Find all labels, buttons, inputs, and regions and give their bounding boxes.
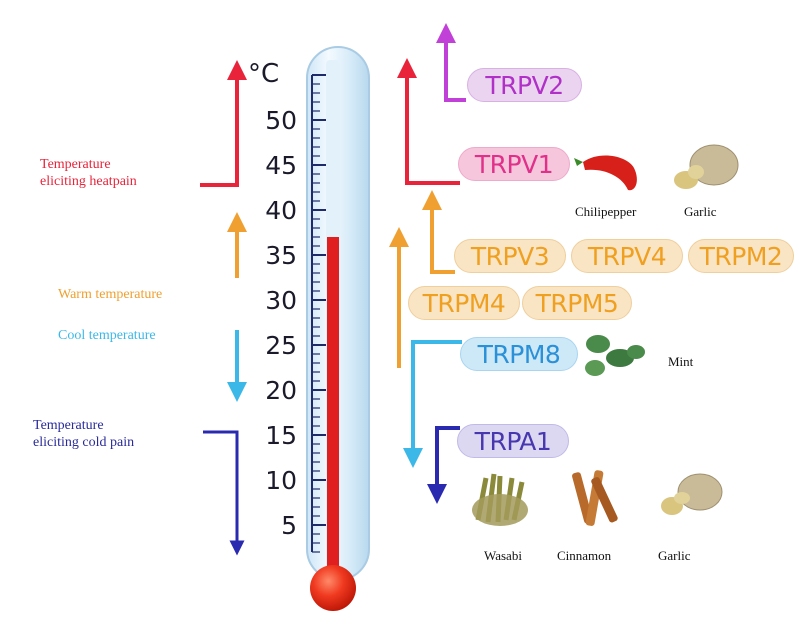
scale-label-40: 40	[265, 196, 297, 225]
trpv2-arrow	[446, 33, 466, 100]
thermometer: 50 45 40 35 30 25 20 15 10 5 °C	[248, 47, 369, 611]
scale-label-30: 30	[265, 286, 297, 315]
scale-label-50: 50	[265, 106, 297, 135]
thermometer-scale: 50 45 40 35 30 25 20 15 10 5	[265, 106, 297, 540]
cinnamon-label: Cinnamon	[557, 548, 611, 564]
scale-label-10: 10	[265, 466, 297, 495]
wasabi-label: Wasabi	[484, 548, 522, 564]
cold-pain-bracket-arrow	[203, 432, 237, 548]
channel-trpv2: TRPV2	[467, 68, 582, 102]
cool-temperature-label: Cool temperature	[58, 327, 156, 344]
unit-label: °C	[248, 59, 279, 89]
scale-label-35: 35	[265, 241, 297, 270]
wasabi-illustration	[472, 474, 528, 526]
channel-trpm4: TRPM4	[408, 286, 520, 320]
garlic-illustration-bottom	[661, 474, 722, 515]
chilipepper-label: Chilipepper	[575, 204, 636, 220]
mercury-column	[327, 237, 339, 580]
channel-trpv4: TRPV4	[571, 239, 683, 273]
heat-pain-bracket-arrow	[200, 70, 237, 185]
heat-pain-label: Temperature eliciting heatpain	[40, 156, 137, 190]
channel-trpm8: TRPM8	[460, 337, 578, 371]
scale-label-5: 5	[281, 511, 297, 540]
mint-illustration	[585, 335, 645, 376]
trpv3-arrow	[432, 200, 455, 272]
channel-trpv3: TRPV3	[454, 239, 566, 273]
garlic-illustration-top	[674, 145, 738, 189]
channel-trpm5: TRPM5	[522, 286, 632, 320]
scale-label-25: 25	[265, 331, 297, 360]
trpv1-arrow	[407, 68, 460, 183]
channel-trpv1: TRPV1	[458, 147, 570, 181]
cold-pain-label: Temperature eliciting cold pain	[33, 417, 134, 451]
mint-label: Mint	[668, 354, 693, 370]
warm-temperature-label: Warm temperature	[58, 286, 162, 303]
garlic-label-top: Garlic	[684, 204, 716, 220]
scale-label-45: 45	[265, 151, 297, 180]
chilipepper-illustration	[574, 155, 637, 190]
channel-trpa1: TRPA1	[457, 424, 569, 458]
garlic-label-bottom: Garlic	[658, 548, 690, 564]
channel-trpm2: TRPM2	[688, 239, 794, 273]
thermometer-bulb	[310, 565, 356, 611]
cinnamon-illustration	[571, 470, 618, 527]
scale-label-20: 20	[265, 376, 297, 405]
scale-label-15: 15	[265, 421, 297, 450]
